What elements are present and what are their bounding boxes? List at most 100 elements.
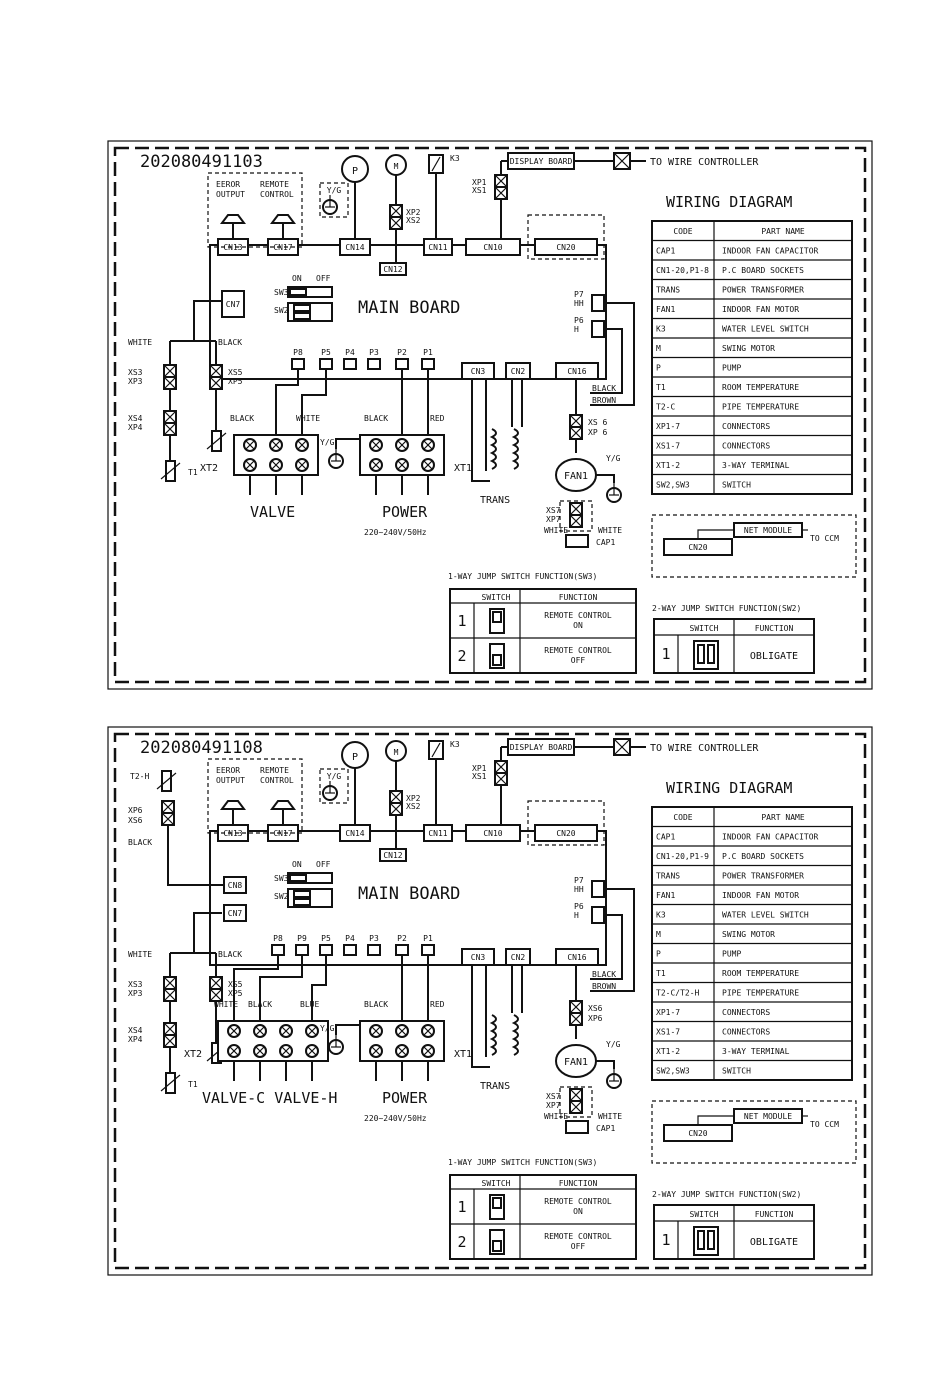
remote-control-label: CONTROL: [260, 190, 294, 199]
xs7-xp7-connector-mark: [569, 1088, 583, 1102]
legend-part-header: PART NAME: [761, 813, 805, 822]
pin-p4: [343, 944, 357, 956]
valve-black-label: BLACK: [248, 1000, 272, 1009]
xt2-label: XT2: [184, 1049, 202, 1060]
display-board-label: DISPLAY BOARD: [510, 157, 573, 166]
valve-blue-wire: [311, 955, 327, 1021]
p6-black-label: BLACK: [592, 970, 616, 979]
sw2-row-switch-knob: [707, 1230, 715, 1250]
main-board: [209, 830, 607, 966]
legend-part-cell: SWITCH: [722, 481, 751, 490]
p7-label: P7: [574, 290, 584, 299]
sw3-dip-knob: [289, 288, 307, 296]
connector-cn20-label: CN20: [556, 829, 575, 838]
xt1-terminal-block-slot: [423, 440, 433, 450]
p7-terminal: [591, 880, 605, 898]
connector-cn2-label: CN2: [511, 953, 526, 962]
sw3-board-label: SW3: [274, 288, 289, 297]
connector-cn12-label: CN12: [383, 851, 402, 860]
pin-p1-label: P1: [423, 934, 433, 943]
pin-p1: [421, 358, 435, 370]
pin-p2-label: P2: [397, 934, 407, 943]
legend-code-cell: XT1-2: [656, 461, 680, 470]
xp6-left-label: XP6: [128, 806, 143, 815]
power-ground-wire: [335, 1024, 360, 1035]
pin-p4-label: P4: [345, 348, 355, 357]
t1-thermistor-arrow: [160, 462, 181, 480]
legend-code-cell: TRANS: [656, 872, 680, 881]
xs5-label: XS5: [228, 980, 243, 989]
trans-primary-wire: [471, 965, 490, 1068]
sw3-table: [449, 1174, 637, 1260]
xp3-label: XP3: [128, 377, 143, 386]
wire-controller-plug-mark: [613, 152, 631, 170]
pin-p3: [367, 358, 381, 370]
fan1-label: FAN1: [564, 1057, 588, 1068]
legend-part-cell: P.C BOARD SOCKETS: [722, 852, 804, 861]
sw2-dip-knob: [293, 304, 311, 312]
sw3-row-switch-knob: [492, 654, 502, 666]
error-output-label: OUTPUT: [216, 776, 245, 785]
connector-cn10-label: CN10: [483, 243, 502, 252]
trans-primary-wire: [471, 379, 490, 482]
net-module-dashed-area: [651, 1100, 857, 1164]
xp3-label: XP3: [128, 989, 143, 998]
xt2-label: XT2: [200, 463, 218, 474]
legend-code-cell: FAN1: [656, 891, 675, 900]
connector-cn16-label: CN16: [567, 953, 586, 962]
valve-white-label: WHITE: [214, 1000, 238, 1009]
legend-part-cell: INDOOR FAN MOTOR: [722, 891, 799, 900]
p6-label: P6: [574, 316, 584, 325]
legend-part-cell: 3-WAY TERMINAL: [722, 461, 790, 470]
connector-cn11-label: CN11: [428, 829, 447, 838]
legend-part-cell: WATER LEVEL SWITCH: [722, 911, 809, 920]
legend-code-cell: T1: [656, 383, 666, 392]
power-black-label: BLACK: [364, 1000, 388, 1009]
connector-cn8-label: CN8: [228, 881, 243, 890]
t1-label: T1: [188, 1080, 198, 1089]
sw3-switch-header: SWITCH: [482, 593, 511, 602]
p7-hh-label: HH: [574, 885, 584, 894]
legend-part-cell: PUMP: [722, 364, 741, 373]
main-board: [209, 244, 607, 380]
xt1-terminal-block-slot: [397, 460, 407, 470]
cn20-net-label: CN20: [688, 1129, 707, 1138]
xp6-xs6-connector-mark: [161, 812, 175, 826]
sw3-row-number: 1: [457, 612, 466, 630]
connector-cn3-label: CN3: [471, 953, 486, 962]
cn20-dashed-area: [527, 800, 605, 846]
sw3-row-function: REMOTE CONTROL: [544, 646, 612, 655]
xs3-xp3-connector-mark: [163, 976, 177, 990]
p6-h-label: H: [574, 911, 579, 920]
pin-p5: [319, 358, 333, 370]
net-module-label: NET MODULE: [744, 526, 792, 535]
legend-code-cell: CN1-20,P1-8: [656, 266, 709, 275]
diagram-dashed-border: [113, 732, 867, 1270]
valve-white-wire: [301, 369, 327, 435]
legend-code-cell: T2-C: [656, 403, 675, 412]
connector-cn11: [423, 238, 453, 256]
xt1-terminal-block-slot: [371, 440, 381, 450]
pin-p9-label: P9: [297, 934, 307, 943]
p6-label: P6: [574, 902, 584, 911]
xp1-xs1-connector-mark: [494, 760, 508, 774]
xt2-terminal-block-slot: [271, 460, 281, 470]
connector-cn13-label: CN13: [223, 829, 242, 838]
valve-black-wire: [259, 955, 303, 1021]
xp1-xs1-connector-mark: [494, 772, 508, 786]
xp2-xs2-connector-mark: [389, 790, 403, 804]
sw2-board-label: SW2: [274, 306, 289, 315]
p7-label: P7: [574, 876, 584, 885]
xs6-xp6-connector-mark: [569, 426, 583, 440]
left-black-label: BLACK: [218, 950, 242, 959]
xs6-label: XS6: [588, 1004, 603, 1013]
legend-code-cell: CN1-20,P1-9: [656, 852, 709, 861]
xt1-terminal-block-slot: [423, 1026, 433, 1036]
legend-code-cell: XP1-7: [656, 422, 680, 431]
sw3-dip-switch: [287, 286, 333, 298]
sw3-switch-header: SWITCH: [482, 1179, 511, 1188]
p7-brown-wire: [590, 888, 635, 992]
xp1-label: XP1: [472, 178, 487, 187]
